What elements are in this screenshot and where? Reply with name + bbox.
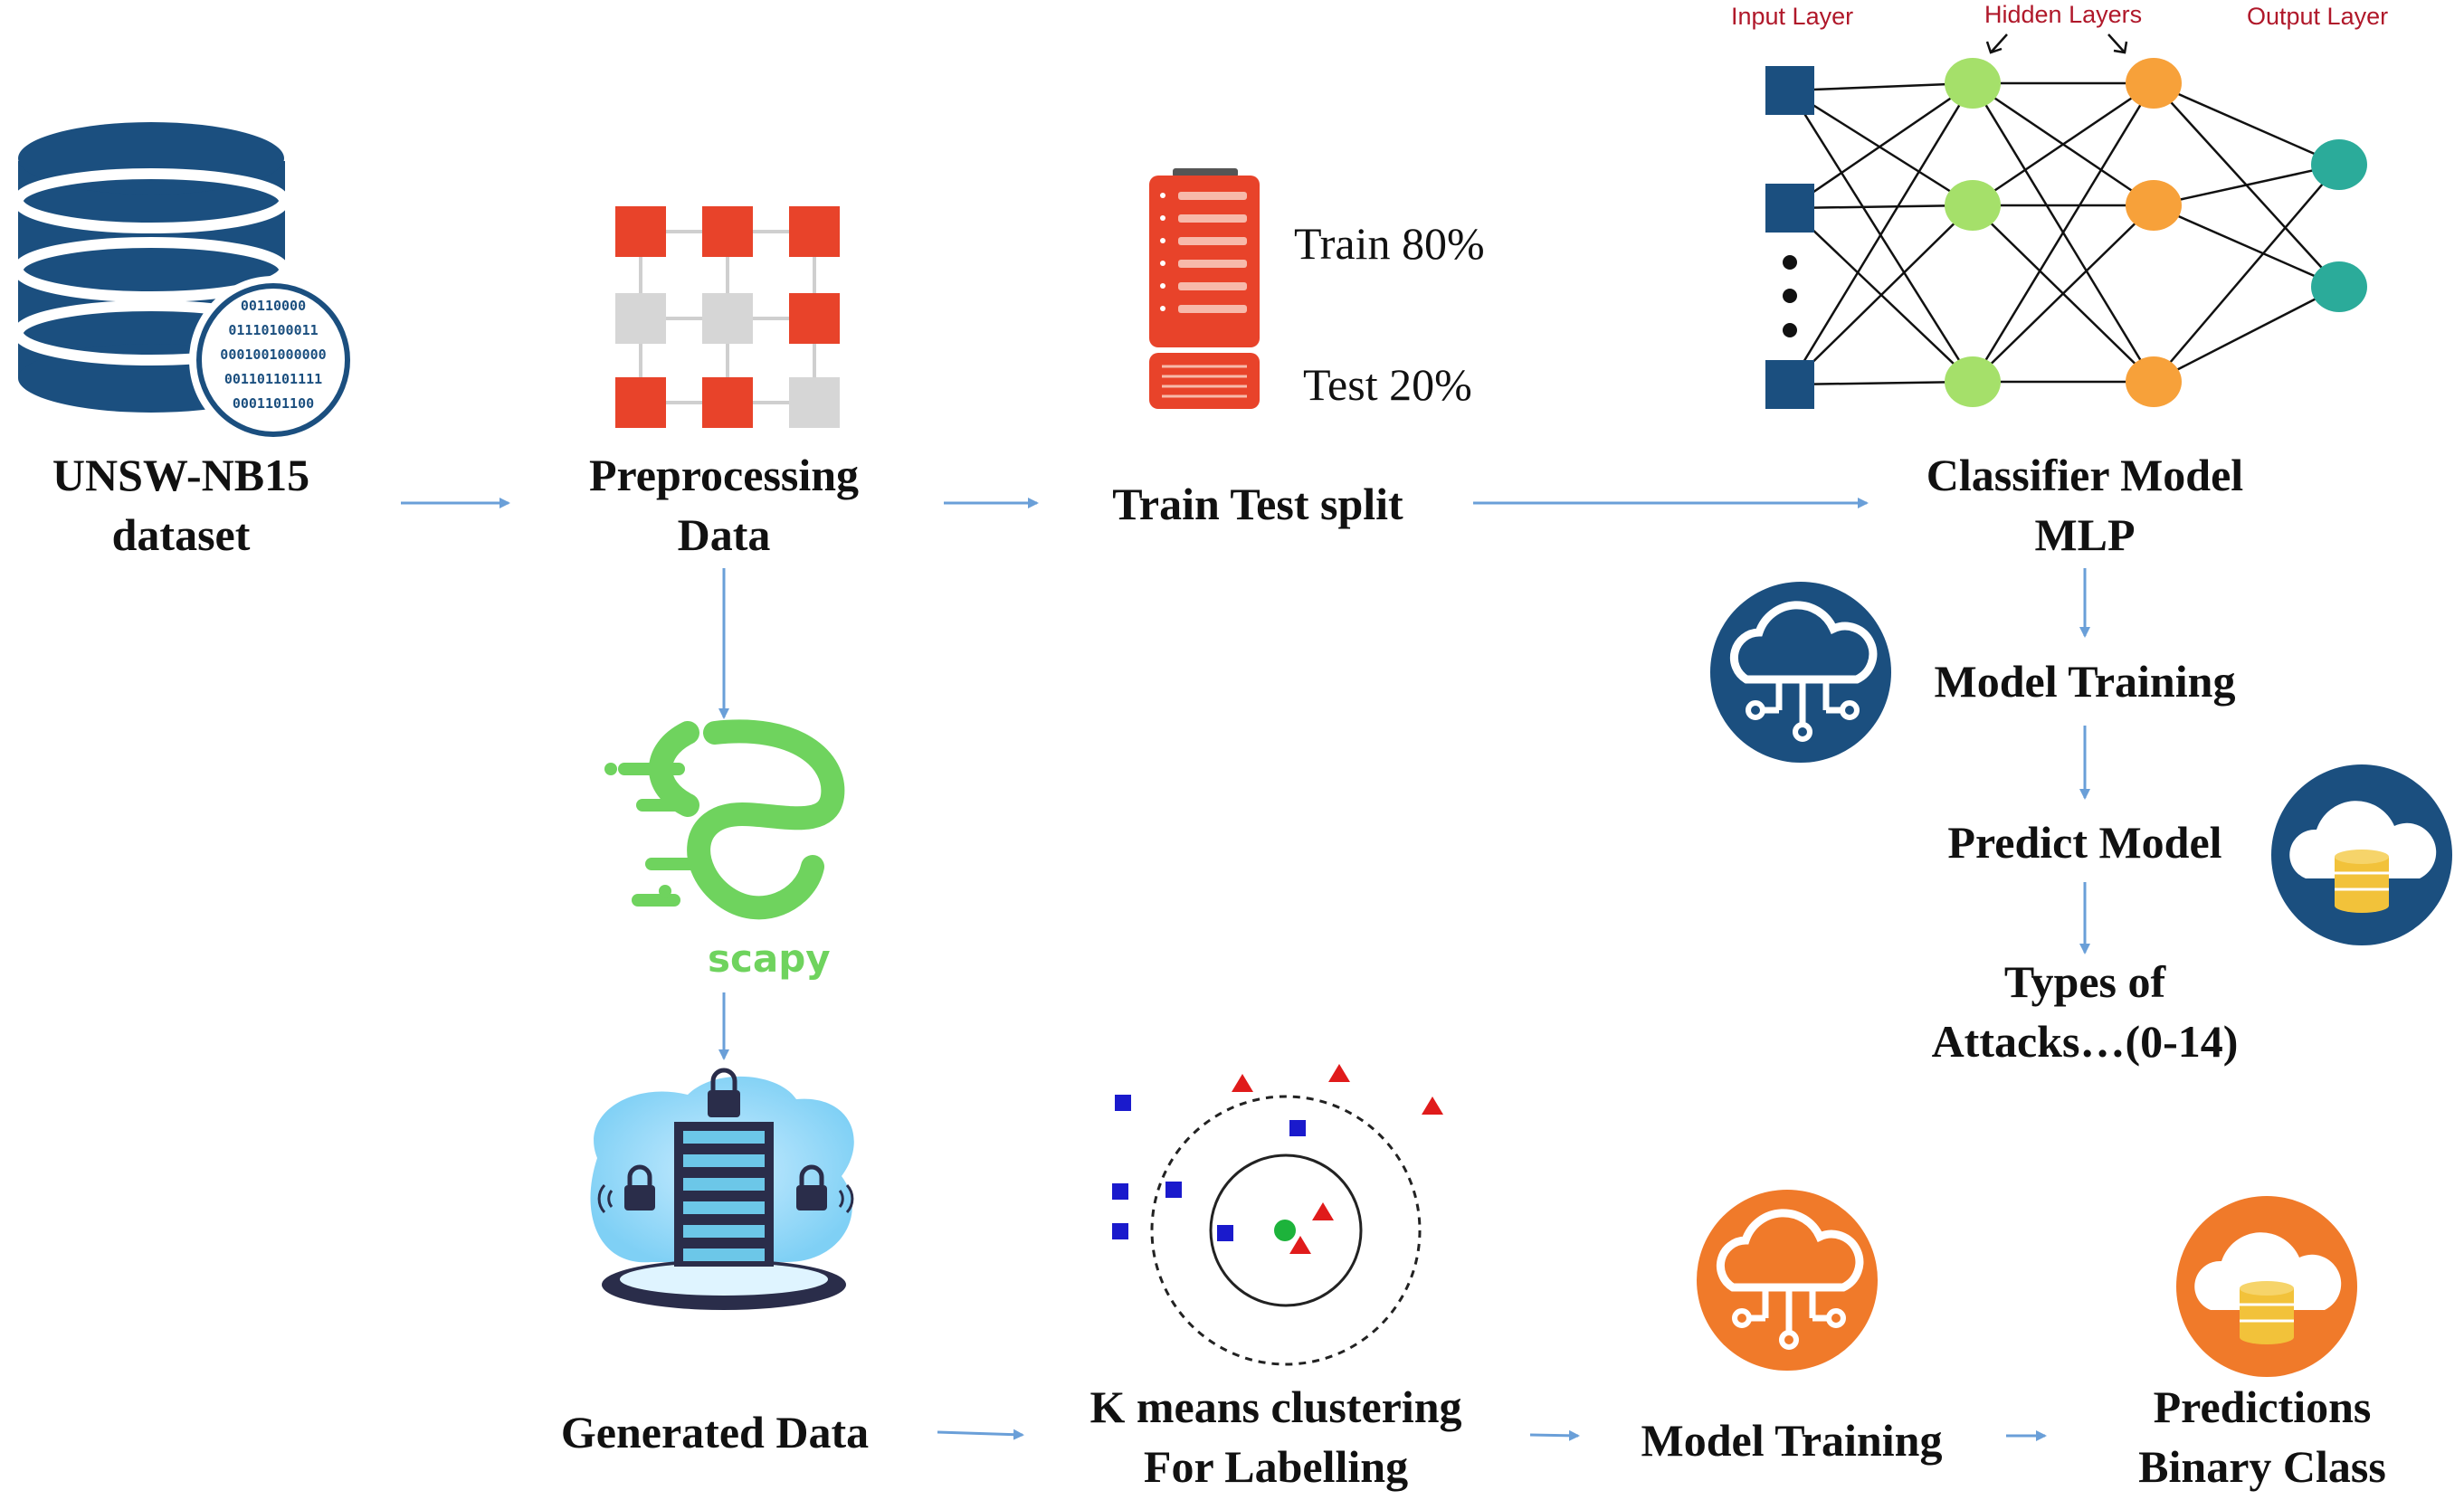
- nn-input-node: [1765, 360, 1814, 409]
- binary-row: 0001101100: [232, 395, 315, 412]
- binary-row: 0001001000000: [220, 347, 327, 363]
- kmeans-label-line1: K means clustering: [1089, 1381, 1462, 1432]
- nn-output-node: [2311, 261, 2367, 312]
- hidden-layer-pointer-arrows: [1985, 33, 2128, 54]
- nn-connection: [1789, 81, 1974, 210]
- preprocessing-label-line2: Data: [677, 509, 771, 560]
- hidden-layers-label: Hidden Layers: [1984, 1, 2143, 28]
- dataset-label-line1: UNSW-NB15: [52, 450, 310, 500]
- binary-row: 01110100011: [228, 322, 319, 338]
- preprocessing-grid-icon: [615, 206, 840, 428]
- binary-row: 001101101111: [224, 371, 323, 387]
- nn-connection: [1972, 204, 2155, 383]
- nn-connection: [2153, 163, 2340, 207]
- cloud-database-orange-icon: [2176, 1196, 2357, 1377]
- attack-types-label-line2: Attacks…(0-14): [1931, 1016, 2239, 1067]
- nn-hidden2-node: [2126, 58, 2182, 109]
- nn-input-node: [1765, 184, 1814, 233]
- nn-connection: [1971, 82, 2155, 383]
- cloud-network-icon: [1710, 582, 1891, 763]
- kmeans-cluster-icon: [1112, 1064, 1443, 1366]
- train-percent-label: Train 80%: [1294, 218, 1485, 269]
- nn-hidden1-node: [1945, 180, 2001, 231]
- generated-data-label: Generated Data: [560, 1407, 870, 1457]
- arrow-kmeans-to-training: [1529, 1429, 1580, 1441]
- nn-hidden2-node: [2126, 356, 2182, 407]
- nn-connection: [2153, 204, 2340, 289]
- input-layer-label: Input Layer: [1731, 3, 1854, 30]
- nn-connection: [2153, 285, 2340, 384]
- output-layer-label: Output Layer: [2247, 3, 2389, 30]
- predictions-label-line1: Predictions: [2153, 1381, 2372, 1432]
- classifier-label-line2: MLP: [2034, 509, 2136, 560]
- classifier-label-line1: Classifier Model: [1926, 450, 2244, 500]
- nn-input-node: [1765, 66, 1814, 115]
- model-training-top-label: Model Training: [1934, 656, 2236, 707]
- nn-hidden2-node: [2126, 180, 2182, 231]
- predictions-label-line2: Binary Class: [2138, 1441, 2386, 1492]
- dataset-label-line2: dataset: [111, 509, 251, 560]
- cloud-database-icon: [2271, 764, 2452, 945]
- secure-server-icon: [590, 1068, 854, 1310]
- nn-connection: [1789, 89, 1974, 207]
- attack-types-label: Types of Attacks…(0-14): [1904, 952, 2266, 1071]
- kmeans-label-line2: For Labelling: [1143, 1441, 1409, 1492]
- server-split-icon: [1149, 168, 1260, 409]
- nn-connection: [1788, 82, 1974, 385]
- nn-output-node: [2311, 139, 2367, 190]
- nn-connection: [1789, 380, 1974, 386]
- scapy-logo-icon: [604, 719, 845, 920]
- nn-connection: [1972, 81, 2155, 207]
- predictions-label: Predictions Binary Class: [2072, 1377, 2452, 1496]
- binary-row: 00110000: [240, 298, 307, 314]
- model-training-bottom-label: Model Training: [1641, 1415, 1943, 1466]
- binary-digits: 00110000 01110100011 0001001000000 00110…: [201, 294, 346, 416]
- attack-types-label-line1: Types of: [2003, 956, 2166, 1007]
- split-label: Train Test split: [1112, 479, 1403, 529]
- nn-connection: [1789, 81, 1974, 92]
- preprocessing-label: Preprocessing Data: [543, 445, 905, 565]
- arrow-generated-to-kmeans: [937, 1429, 1024, 1440]
- nn-connection: [1788, 90, 1974, 383]
- neural-network-icon: [1765, 33, 2367, 409]
- nn-hidden1-node: [1945, 356, 2001, 407]
- cloud-network-orange-icon: [1697, 1190, 1878, 1371]
- test-percent-label: Test 20%: [1303, 359, 1472, 410]
- nn-hidden1-node: [1945, 58, 2001, 109]
- nn-connection: [1789, 204, 1974, 385]
- database-icon: [13, 122, 357, 444]
- flow-arrows: [401, 498, 2090, 1441]
- dataset-label: UNSW-NB15 dataset: [9, 445, 353, 565]
- nn-connection: [1789, 204, 1974, 210]
- scapy-wordmark: scapy: [708, 936, 831, 981]
- predict-model-label: Predict Model: [1947, 817, 2222, 868]
- nn-connection: [2153, 164, 2340, 383]
- classifier-label: Classifier Model MLP: [1859, 445, 2311, 565]
- preprocessing-label-line1: Preprocessing: [588, 450, 860, 500]
- kmeans-label: K means clustering For Labelling: [1050, 1377, 1502, 1496]
- nn-connection: [2153, 81, 2340, 166]
